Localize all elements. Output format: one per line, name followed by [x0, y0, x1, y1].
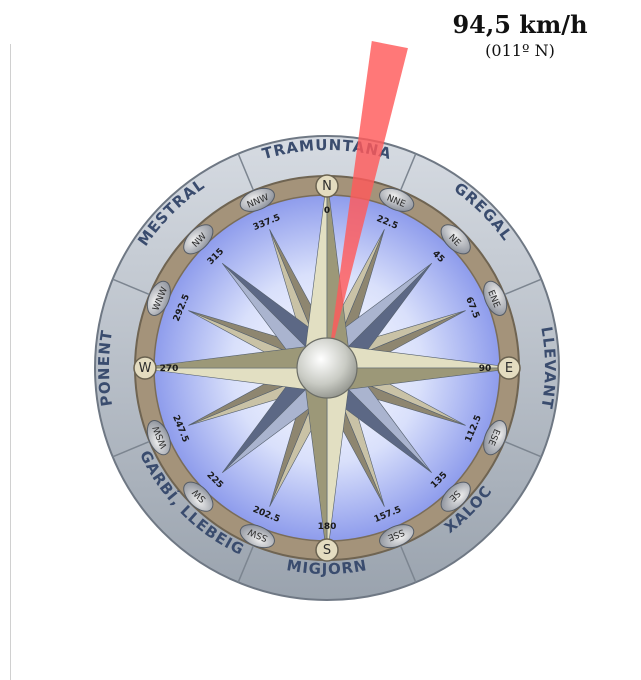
- sector-divider: [504, 440, 542, 458]
- wind-direction-arrow: [327, 41, 408, 368]
- compass-hub: [296, 337, 358, 399]
- wind-heading-value: (011º N): [485, 41, 555, 60]
- sector-divider: [504, 278, 542, 296]
- point-badge: [483, 420, 508, 456]
- compass-point-w: W 270: [133, 356, 179, 380]
- compass-center-hub: [296, 337, 358, 399]
- point-degree-label: 90: [479, 364, 492, 374]
- wind-readout: 94,5 km/h (011º N): [420, 10, 620, 62]
- point-badge: [379, 524, 415, 549]
- compass-point-n: N0: [315, 174, 339, 216]
- page-left-border: [10, 44, 11, 680]
- wind-direction-wedge: [327, 41, 408, 368]
- sector-divider: [112, 278, 150, 296]
- sector-divider: [399, 545, 417, 583]
- point-badge: [183, 224, 214, 255]
- point-badge: [440, 481, 471, 512]
- point-badge: [133, 356, 157, 380]
- point-badge: [315, 538, 339, 562]
- point-badge: [239, 524, 275, 549]
- point-badge: [440, 224, 471, 255]
- compass-star: [136, 177, 518, 559]
- sector-divider: [112, 440, 150, 458]
- point-degree-label: 180: [318, 522, 337, 532]
- compass-point-e: E 90: [479, 356, 521, 380]
- point-badge: [239, 187, 275, 212]
- point-badge: [483, 280, 508, 316]
- point-label: S: [323, 543, 331, 558]
- point-label: N: [322, 179, 332, 194]
- wind-name-label: LLEVANT: [537, 325, 559, 410]
- sector-divider: [237, 545, 255, 583]
- wind-name-label: MIGJORN: [285, 556, 368, 578]
- point-badge: [146, 420, 171, 456]
- point-badge: [379, 187, 415, 212]
- wind-speed-value: 94,5 km/h: [452, 10, 588, 39]
- point-badge: [315, 174, 339, 198]
- point-badge: [183, 481, 214, 512]
- sector-divider: [399, 153, 417, 191]
- point-label: E: [505, 361, 513, 376]
- point-badge: [497, 356, 521, 380]
- compass-point-s: S 180: [315, 522, 339, 562]
- sector-divider: [237, 153, 255, 191]
- point-degree-label: 0: [324, 206, 330, 216]
- point-label: W: [139, 361, 152, 376]
- wind-name-label: PONENT: [95, 328, 116, 407]
- point-badge: [146, 280, 171, 316]
- point-degree-label: 270: [160, 364, 179, 374]
